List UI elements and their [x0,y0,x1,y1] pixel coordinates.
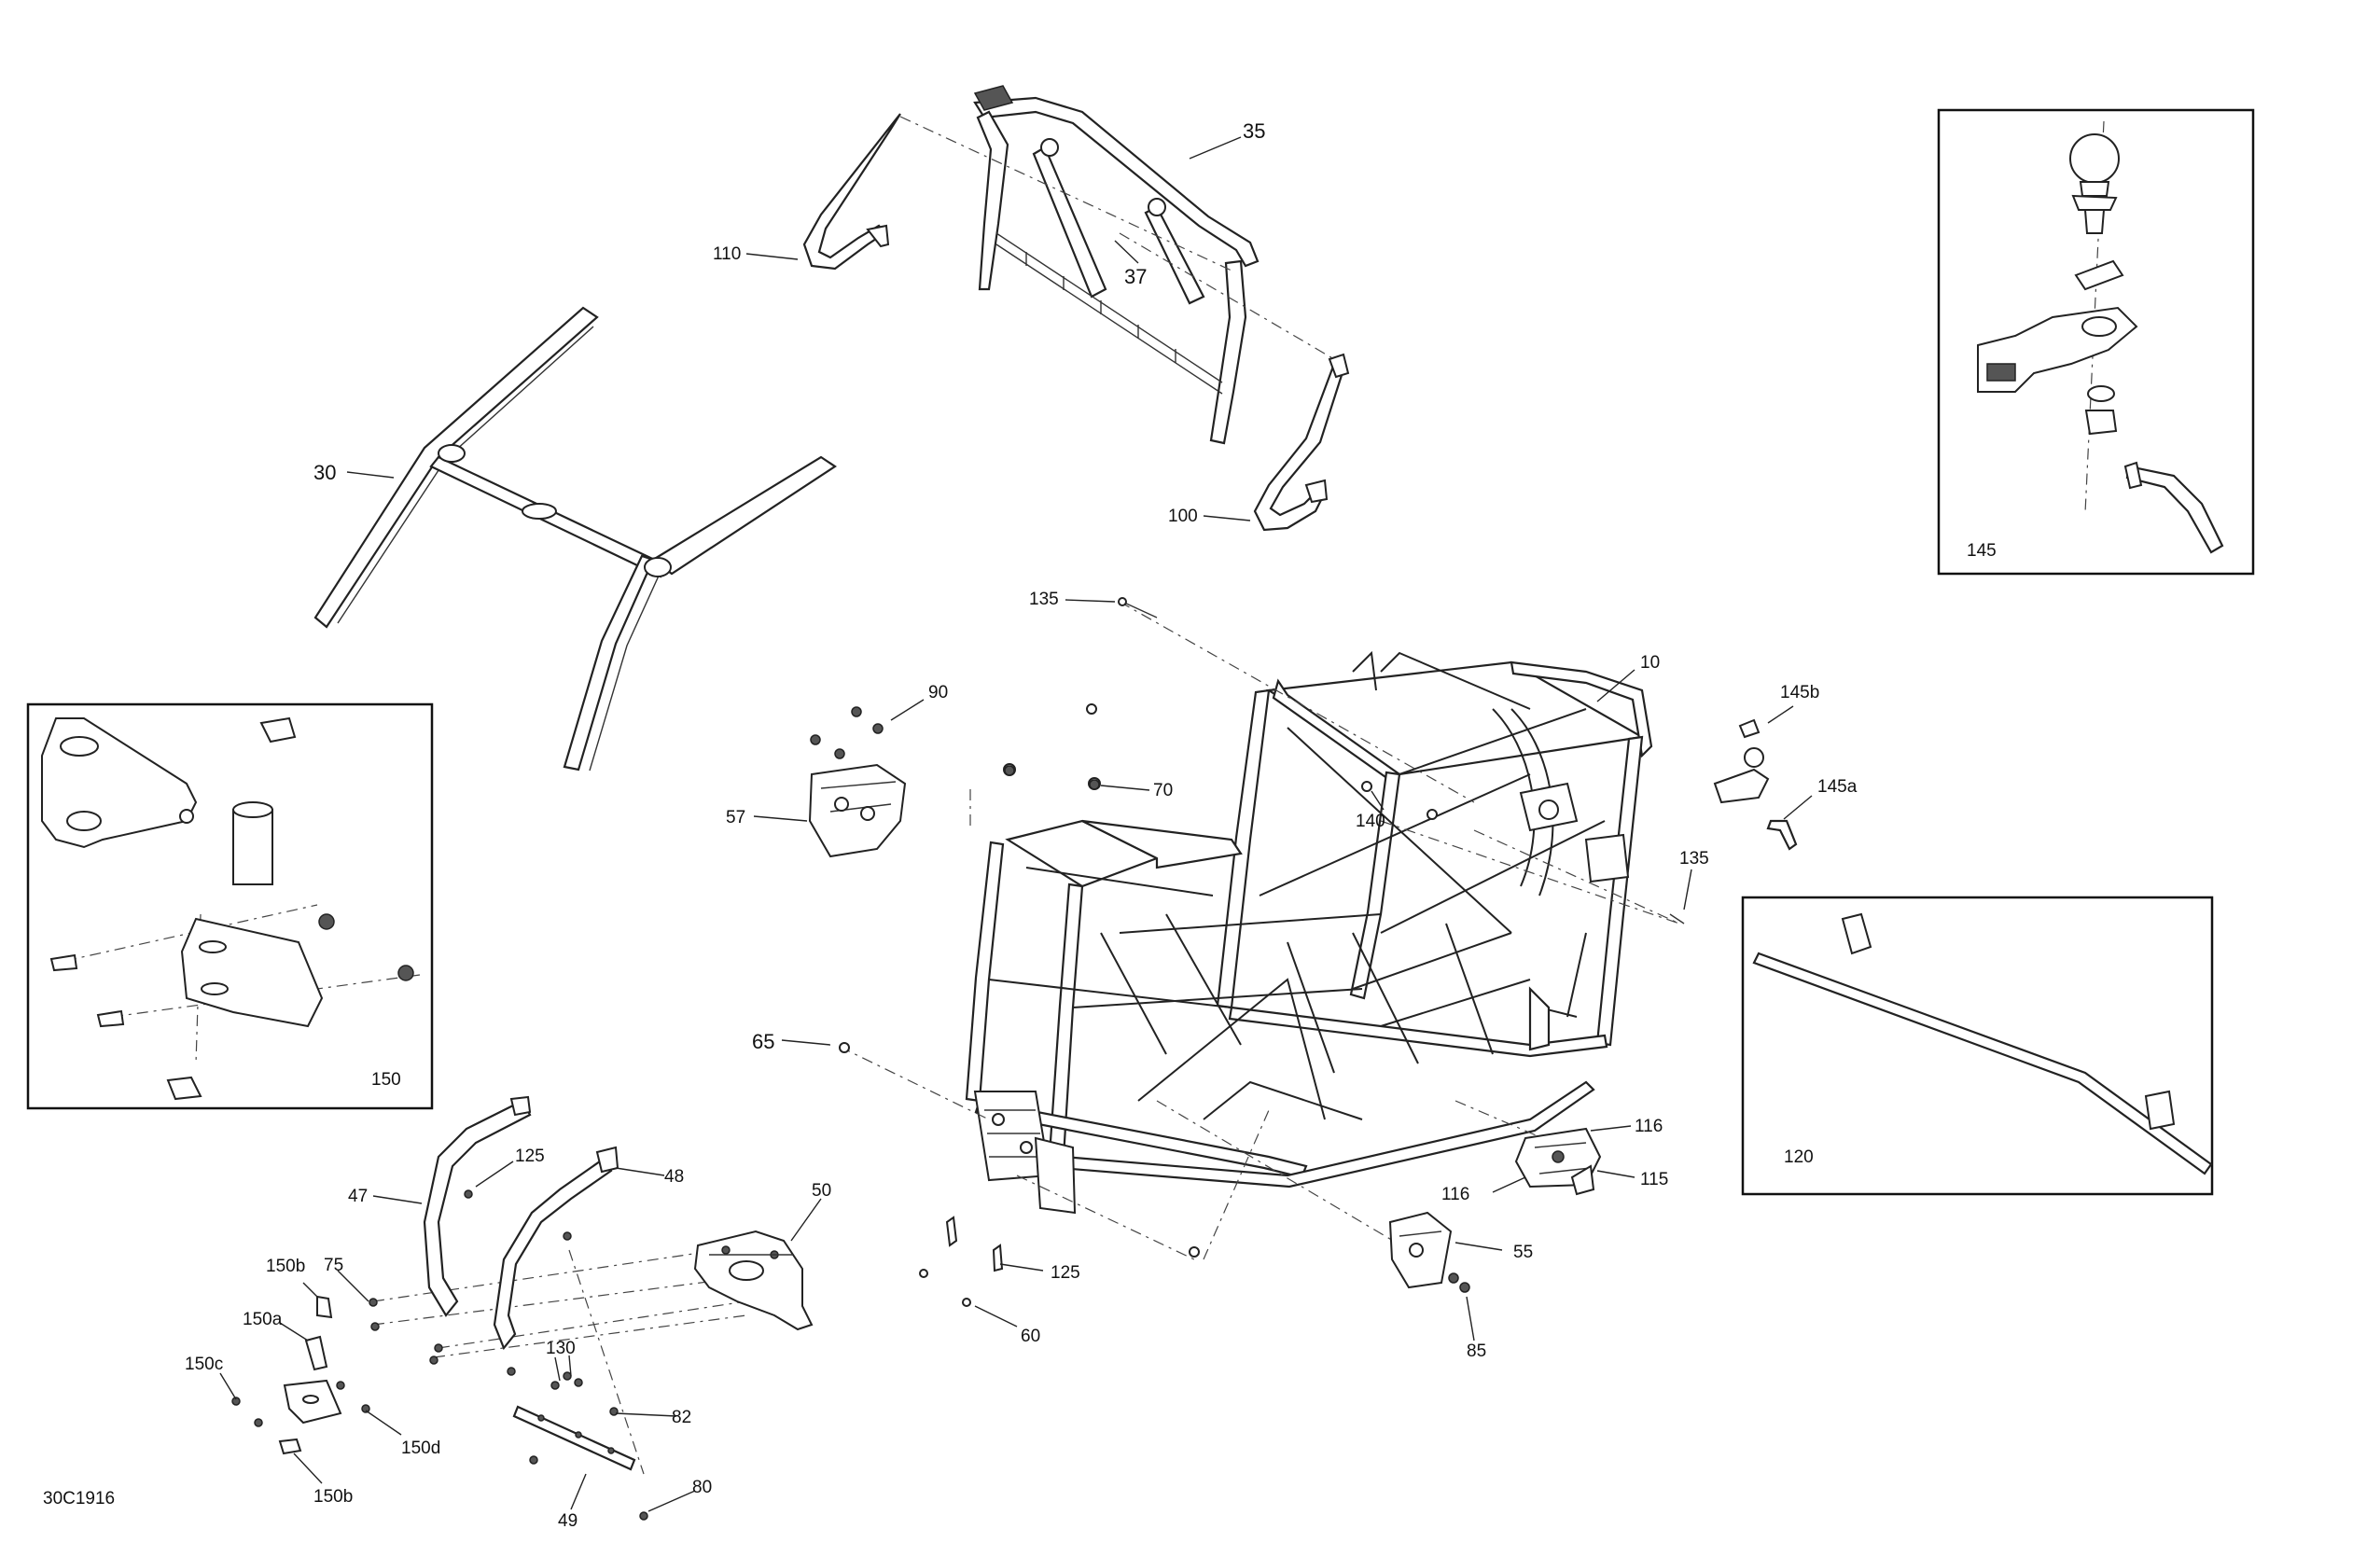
bracket-55 [1388,1211,1470,1293]
callout-116-bottom: 116 [1441,1185,1469,1204]
rear-bar-tabs [1025,252,1176,363]
bumper-48 [493,1146,619,1351]
callout-150d: 150d [401,1439,440,1458]
callout-75: 75 [324,1256,343,1275]
callout-140: 140 [1356,812,1385,831]
callout-125-left: 125 [515,1147,545,1166]
side-bar-110 [802,113,901,271]
callout-100: 100 [1168,507,1198,526]
callout-10: 10 [1640,653,1660,673]
bracket-115 [1514,1127,1602,1196]
callout-150b-bottom: 150b [313,1487,353,1507]
callout-85: 85 [1467,1341,1486,1361]
callout-90: 90 [928,683,948,702]
inset-box-150 [26,702,434,1110]
side-bar-100 [1253,353,1350,532]
inset-box-145 [1937,108,2255,576]
callout-35: 35 [1243,119,1265,143]
callout-47: 47 [348,1187,368,1206]
leader-lines [219,136,1813,1512]
callout-145b: 145b [1780,683,1819,702]
callout-120: 120 [1784,1147,1814,1167]
callout-115: 115 [1640,1170,1668,1189]
callout-110: 110 [713,244,741,264]
callout-145a: 145a [1817,777,1858,797]
callout-48: 48 [664,1167,684,1187]
callout-82: 82 [672,1408,691,1427]
callout-57: 57 [726,808,745,827]
callout-135-top: 135 [1029,590,1059,609]
callout-130: 130 [546,1339,576,1358]
callout-65: 65 [752,1030,774,1053]
callout-135-right: 135 [1679,849,1709,869]
callout-60: 60 [1021,1327,1040,1346]
callout-150: 150 [371,1070,401,1090]
callout-30: 30 [313,461,336,484]
callout-55: 55 [1513,1243,1533,1262]
callout-150a: 150a [243,1310,283,1329]
callout-37: 37 [1124,265,1147,288]
bracket-57 [808,706,907,858]
rear-roll-bar-35 [973,85,1260,445]
callout-70: 70 [1153,781,1173,800]
callout-50: 50 [812,1181,831,1201]
callout-80: 80 [692,1478,712,1497]
main-frame-10 [965,650,1653,1215]
callout-labels: 30 35 37 110 100 135 10 145b 145a 135 90… [43,119,1997,1531]
mount-assembly-150-small [231,1295,370,1455]
bumper-47 [423,1095,532,1317]
callout-125-right: 125 [1051,1263,1080,1283]
assembly-lines [64,116,2105,1475]
skid-plate-50 [693,1230,814,1331]
diagram-code: 30C1916 [43,1489,115,1508]
callout-116-top: 116 [1635,1117,1663,1136]
bolts-125-130 [369,1189,648,1521]
support-bar-49 [512,1405,636,1471]
callout-49: 49 [558,1511,578,1531]
callout-150b-top: 150b [266,1257,305,1276]
nuts-70 [1004,765,1100,790]
callout-150c: 150c [185,1355,223,1374]
front-roll-bar-30 [313,306,837,772]
inset-box-120 [1741,896,2214,1196]
callout-145: 145 [1967,541,1997,561]
tow-hitch-small-145 [1713,718,1798,851]
